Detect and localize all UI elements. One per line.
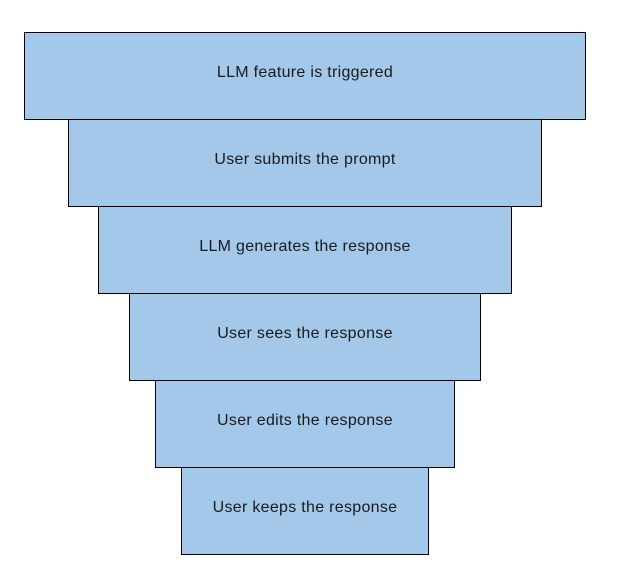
funnel-stage-4-label: User sees the response bbox=[217, 325, 393, 342]
funnel-stage-5: User edits the response bbox=[155, 380, 455, 468]
funnel-stage-4: User sees the response bbox=[129, 293, 481, 381]
funnel-stage-3-label: LLM generates the response bbox=[199, 238, 411, 255]
funnel-stage-2: User submits the prompt bbox=[68, 119, 542, 207]
funnel-stage-3: LLM generates the response bbox=[98, 206, 512, 294]
funnel-stage-6-label: User keeps the response bbox=[212, 499, 398, 516]
funnel-stage-1-label: LLM feature is triggered bbox=[216, 64, 394, 81]
funnel-stage-6: User keeps the response bbox=[181, 467, 429, 555]
funnel-stage-5-label: User edits the response bbox=[217, 412, 393, 429]
funnel-stage-2-label: User submits the prompt bbox=[214, 151, 396, 168]
funnel-stage-1: LLM feature is triggered bbox=[24, 32, 586, 120]
